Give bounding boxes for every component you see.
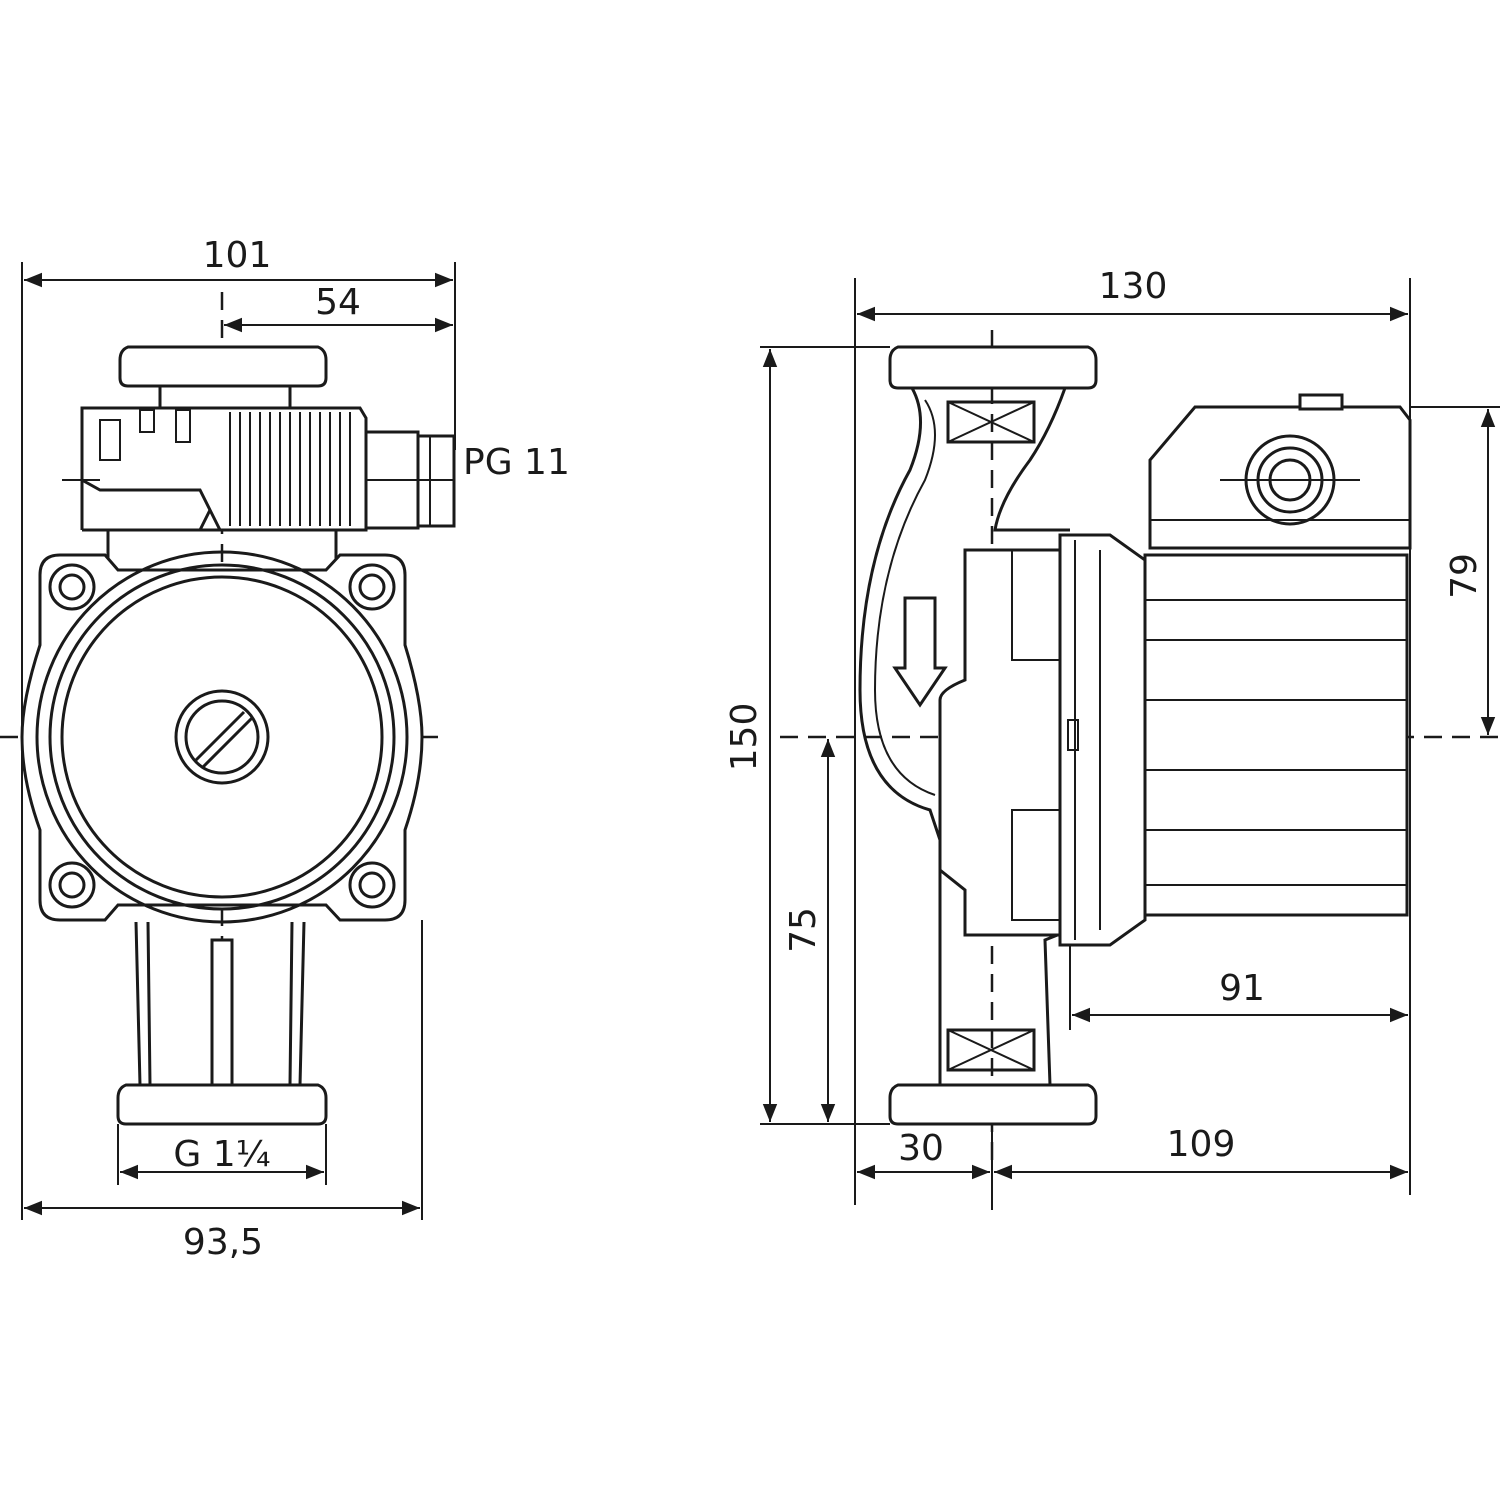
motor-face <box>60 575 384 899</box>
cable-gland <box>364 430 456 530</box>
front-view: 101 54 PG 11 G 1¼ 93,5 <box>0 235 570 1263</box>
flow-square-marks <box>946 400 1036 1072</box>
dim-130-label: 130 <box>1099 266 1168 307</box>
dim-79-label: 79 <box>1444 553 1485 599</box>
volute-outline-left <box>858 387 942 1085</box>
dim-101-label: 101 <box>203 235 272 276</box>
corner-bolts <box>48 563 396 909</box>
side-view: 130 150 75 79 91 30 109 <box>724 266 1500 1210</box>
dim-30-label: 30 <box>898 1128 944 1169</box>
motor-mount-ring <box>1058 533 1147 947</box>
top-knob <box>118 345 328 388</box>
casing-plate <box>938 548 1062 937</box>
dim-75-label: 75 <box>783 907 824 953</box>
motor-body <box>1143 553 1409 917</box>
motor-outer-ring <box>35 550 409 924</box>
pump-housing <box>20 553 424 922</box>
terminal-box-base <box>82 509 212 532</box>
knob-stem <box>158 384 292 410</box>
bottom-flange <box>116 1083 328 1126</box>
terminal-box-ribs <box>229 412 351 526</box>
side-bottom-flange <box>888 1083 1098 1126</box>
flow-direction-arrow <box>892 596 948 708</box>
side-terminal-box <box>1148 405 1412 550</box>
thread-label: G 1¼ <box>173 1134 270 1175</box>
volute-outline-right-top <box>993 387 1070 532</box>
dim-54-label: 54 <box>315 282 361 323</box>
vent-screw <box>174 689 270 785</box>
dim-150-label: 150 <box>724 703 765 772</box>
side-top-flange <box>888 345 1098 390</box>
cable-gland-label: PG 11 <box>463 442 570 483</box>
dim-93-label: 93,5 <box>183 1222 263 1263</box>
lower-pipe <box>134 921 306 1086</box>
dim-109-label: 109 <box>1167 1124 1236 1165</box>
dim-91-label: 91 <box>1219 968 1265 1009</box>
terminal-box <box>80 406 368 532</box>
